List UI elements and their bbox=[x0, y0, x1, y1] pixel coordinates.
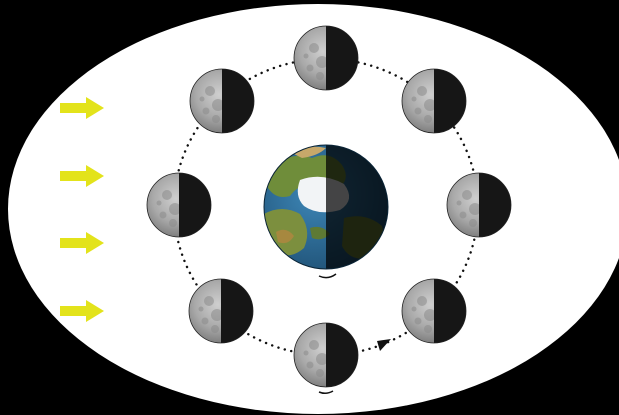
moon-lower-right bbox=[402, 279, 466, 343]
moon-right bbox=[447, 173, 511, 237]
moon-bottom bbox=[294, 323, 358, 387]
moon-upper-right bbox=[402, 69, 466, 133]
moon-upper-left bbox=[190, 69, 254, 133]
moon-left bbox=[147, 173, 211, 237]
moon-lower-left bbox=[189, 279, 253, 343]
moon-top bbox=[294, 26, 358, 90]
